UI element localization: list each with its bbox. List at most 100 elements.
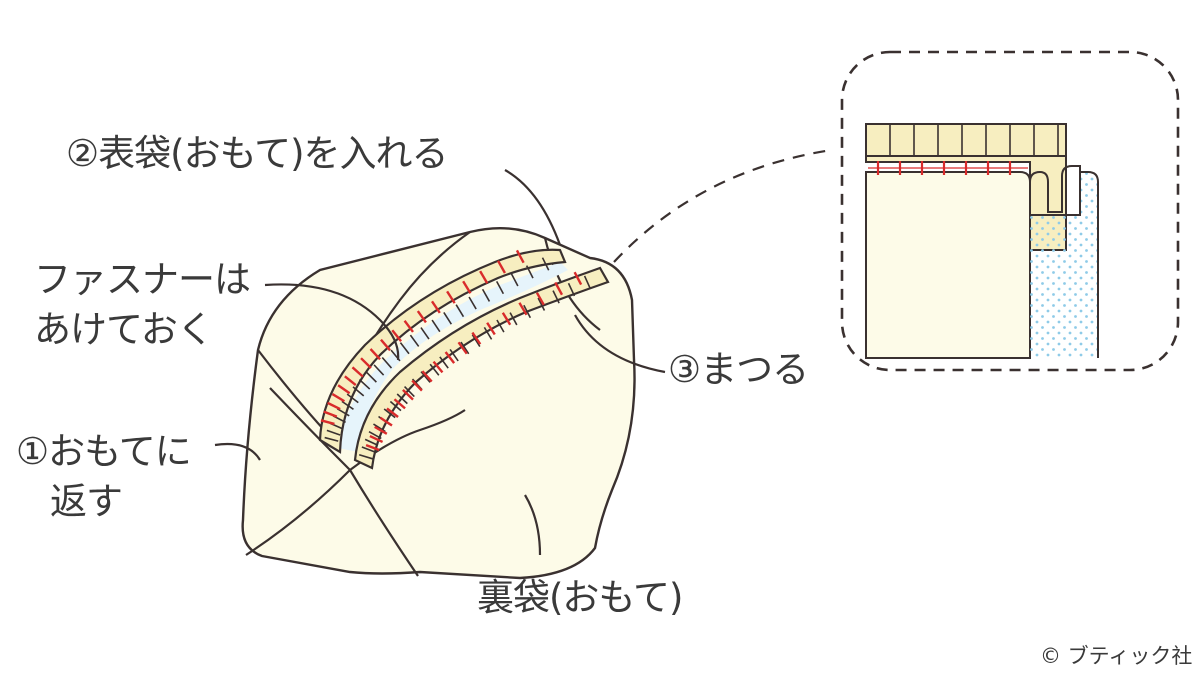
stitch-mark xyxy=(344,375,357,386)
leader-line-turn xyxy=(214,442,261,461)
zipper-tooth xyxy=(324,436,339,442)
zipper-tooth xyxy=(346,393,359,404)
copyright-text: © ブティック社 xyxy=(1040,644,1193,668)
pouch-body xyxy=(241,227,636,580)
zipper-tooth xyxy=(429,363,440,376)
stitch-mark xyxy=(337,384,351,395)
stitch-mark xyxy=(380,338,391,352)
stitch-mark xyxy=(411,379,423,392)
zipper-tooth xyxy=(525,265,534,279)
stitch-mark xyxy=(518,302,528,316)
leader-line-lining xyxy=(524,494,542,556)
stitch-mark xyxy=(457,341,468,355)
leader-lines xyxy=(214,148,833,556)
stitch-mark xyxy=(501,312,512,326)
stitch-mark xyxy=(374,425,388,435)
stitch-mark xyxy=(323,410,338,418)
zipper-tooth xyxy=(583,275,592,290)
stitch-mark xyxy=(393,398,406,410)
zipper-tooth xyxy=(460,341,470,355)
stitch-mark xyxy=(331,393,346,403)
zipper-tooth xyxy=(468,296,477,310)
label-lining-right-side: 裏袋(おもて) xyxy=(477,576,683,619)
zipper-tooth xyxy=(373,364,385,376)
zipper-tooth xyxy=(389,400,402,412)
stitch-mark xyxy=(432,360,444,374)
stitch-mark xyxy=(497,260,506,274)
zipper-tooth xyxy=(510,273,519,287)
zipper-tooth xyxy=(420,371,431,383)
zipper-tooth xyxy=(496,319,505,333)
zipper-tooth xyxy=(431,319,441,333)
stitch-mark xyxy=(515,249,525,264)
leader-line-whip xyxy=(574,314,666,374)
zipper-tooth xyxy=(396,393,408,405)
stitch-mark xyxy=(391,329,402,342)
zipper-tooth xyxy=(567,282,576,297)
stitch-mark xyxy=(535,292,545,306)
label-turn-right-side-line2: 返す xyxy=(50,480,123,523)
zipper-tooth xyxy=(399,342,410,355)
zipper-tooth xyxy=(439,356,449,369)
zipper-tooth xyxy=(352,386,365,397)
zipper-tooth xyxy=(358,378,371,390)
zipper-tooth xyxy=(381,356,393,369)
detail-inset xyxy=(840,50,1180,372)
zipper-tooth xyxy=(471,334,481,348)
zipper-tooth xyxy=(368,430,382,440)
zipper-tooth xyxy=(537,297,546,311)
zipper-tooth xyxy=(365,371,377,383)
stitch-mark xyxy=(554,281,564,296)
stitch-mark xyxy=(471,331,482,345)
stitch-mark xyxy=(416,310,427,324)
zipper-tooth xyxy=(483,326,493,340)
zipper-tooth xyxy=(326,429,341,436)
zipper-tooth xyxy=(523,304,532,319)
zipper-tooth xyxy=(449,349,459,362)
leader-line-zipper xyxy=(264,283,400,361)
callout-connector xyxy=(613,148,833,263)
stitch-mark xyxy=(320,419,335,426)
zipper-tooth xyxy=(361,446,376,453)
label-turn-right-side-line1: ①おもてに xyxy=(16,430,192,473)
stitch-mark xyxy=(444,351,456,364)
zipper-assembly xyxy=(318,248,610,470)
zipper-tooth xyxy=(552,290,560,304)
stitch-mark xyxy=(351,366,364,378)
stitch-mark xyxy=(402,389,414,401)
stitch-mark xyxy=(360,357,372,369)
stitch-mark xyxy=(421,370,433,383)
zipper-tooth xyxy=(455,304,465,318)
zipper-tooth xyxy=(443,311,453,325)
zipper-tooth xyxy=(420,327,430,340)
stitch-mark xyxy=(446,290,456,304)
zipper-tooth xyxy=(495,281,505,295)
zipper-tooth xyxy=(409,334,420,347)
inset-frame xyxy=(840,50,1180,372)
leader-line-insert xyxy=(504,169,562,246)
label-whipstitch: ③まつる xyxy=(668,348,809,391)
label-insert-outer-bag: ②表袋(おもて)を入れる xyxy=(66,132,449,175)
stitch-mark xyxy=(327,401,341,411)
stitch-mark xyxy=(386,407,399,418)
stitch-mark xyxy=(430,300,441,314)
stitch-mark xyxy=(486,322,496,336)
zipper-tooth xyxy=(341,400,354,410)
zipper-tooth xyxy=(403,385,415,398)
zipper-tooth xyxy=(358,453,373,460)
label-zipper-open-line2: あけておく xyxy=(34,308,214,351)
zipper-tooth xyxy=(509,312,518,326)
stitch-mark xyxy=(479,270,489,284)
stitch-mark xyxy=(573,271,583,286)
stitch-mark xyxy=(462,280,472,294)
zipper-tooth xyxy=(364,438,379,446)
zipper-tooth xyxy=(383,408,396,419)
stitch-mark xyxy=(369,348,381,361)
stitch-mark xyxy=(379,416,393,427)
zipper-tooth xyxy=(541,257,550,271)
stitch-mark xyxy=(403,320,414,333)
label-zipper-open-line1: ファスナーは xyxy=(34,258,251,301)
stitch-mark xyxy=(365,444,380,452)
